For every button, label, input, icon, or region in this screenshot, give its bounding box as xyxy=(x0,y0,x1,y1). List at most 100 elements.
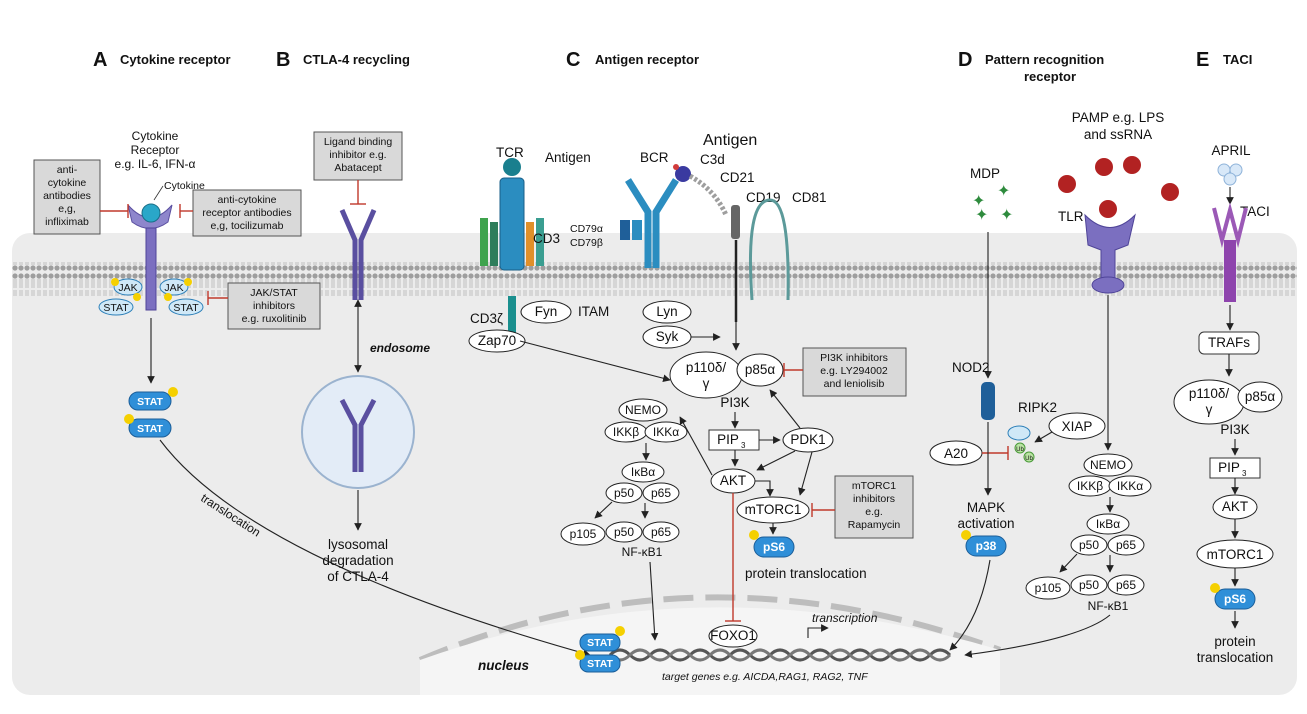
taci-label: TACI xyxy=(1240,204,1270,219)
p65-label-2: p65 xyxy=(651,525,671,539)
endosome xyxy=(301,375,415,489)
stat-left xyxy=(98,298,134,316)
tlr-ikkb-label: IKKβ xyxy=(1077,479,1103,493)
stat-right xyxy=(168,298,204,316)
c3d-label: C3d xyxy=(700,152,725,167)
e-pip3-sub: 3 xyxy=(1242,469,1247,478)
arrow xyxy=(964,614,1111,658)
bcr-label: BCR xyxy=(640,150,669,165)
xiap-label: XIAP xyxy=(1062,419,1093,434)
box1-line2: cytokine xyxy=(48,177,87,189)
p105-node xyxy=(560,522,606,546)
nuclear-stat-1-label: STAT xyxy=(587,637,613,649)
arrow xyxy=(755,480,774,497)
tlr-p50-label: p50 xyxy=(1079,538,1099,552)
panel-d-letter: D xyxy=(958,49,972,71)
arrow xyxy=(798,451,813,496)
ub-label: Ub xyxy=(1016,447,1024,453)
nuclear-stat-2-label: STAT xyxy=(587,658,613,670)
jak-left-label: JAK xyxy=(118,282,137,294)
panel-e-title: TACI xyxy=(1223,52,1252,67)
protein-translocation-label: protein translocation xyxy=(745,566,867,581)
box1-line4: e,g, xyxy=(58,203,76,215)
ps6 xyxy=(753,536,795,558)
nuclear-stat-1 xyxy=(579,633,621,652)
tlr-ikka-label: IKKα xyxy=(1117,479,1143,493)
e-pi3k-label: PI3K xyxy=(1220,422,1249,437)
ikba-node xyxy=(621,461,665,483)
b-outcome-3: of CTLA-4 xyxy=(327,569,389,584)
p110-node xyxy=(669,351,743,399)
pstat-1-label: STAT xyxy=(137,396,163,408)
panel-b: Ligand binding inhibitor e.g. Abatacept … xyxy=(301,131,430,584)
ikka-node xyxy=(644,421,688,443)
p65-node-2 xyxy=(642,521,680,543)
cd21 xyxy=(688,173,729,217)
arrow xyxy=(769,389,801,429)
trafs-label: TRAFs xyxy=(1208,335,1250,350)
tlr-ikka-node xyxy=(1108,475,1152,497)
lyn-label: Lyn xyxy=(656,304,677,319)
target-genes-label: target genes e.g. AICDA,RAG1, RAG2, TNF xyxy=(662,671,868,683)
p38-label: p38 xyxy=(976,539,997,553)
b-outcome-1: lysosomal xyxy=(328,537,388,552)
stat-right-label: STAT xyxy=(173,302,199,314)
phospho-marker xyxy=(749,530,759,540)
panel-a-title: Cytokine receptor xyxy=(120,52,231,67)
panel-d-title-1: Pattern recognition xyxy=(985,52,1104,67)
tlr-label: TLR xyxy=(1058,209,1084,224)
akt-label: AKT xyxy=(720,473,746,488)
nuclear-envelope xyxy=(418,594,1002,663)
antigen-label-2: Antigen xyxy=(703,132,757,149)
cytokine-label: Cytokine xyxy=(164,180,205,192)
fyn-node xyxy=(520,300,572,324)
cd79a xyxy=(620,220,630,240)
phospho-marker xyxy=(184,278,192,286)
e-p85a-label: p85α xyxy=(1245,389,1276,404)
e-ps6 xyxy=(1214,588,1256,610)
nfkb1-label: NF-κB1 xyxy=(622,545,663,559)
tlr-nfkb1-label: NF-κB1 xyxy=(1088,599,1129,613)
ripk2 xyxy=(1007,425,1031,441)
jak-stat-inhibitors-box xyxy=(227,282,321,330)
arrow xyxy=(594,501,613,519)
phospho-marker xyxy=(111,278,119,286)
mapk-label-1: MAPK xyxy=(967,500,1005,515)
arrow xyxy=(1034,431,1053,443)
arrow xyxy=(1059,553,1078,573)
phospho-marker xyxy=(124,414,134,424)
mtorc1-label: mTORC1 xyxy=(745,502,802,517)
arrow xyxy=(519,340,671,382)
panel-d: MDP ✦ ✦ ✦ ✦ NOD2 RIPK2 Ub Ub XIAP A20 MA… xyxy=(929,110,1179,658)
ctla4-internalized xyxy=(339,398,377,472)
box2-line1: anti-cytokine xyxy=(218,194,277,206)
e-ps6-label: pS6 xyxy=(1224,592,1246,606)
mdp-star: ✦ xyxy=(1000,207,1013,224)
mdp-star: ✦ xyxy=(997,183,1010,200)
itam-label: ITAM xyxy=(578,304,609,319)
tlr-p105-node xyxy=(1025,576,1071,600)
cd79b-label: CD79β xyxy=(570,237,603,249)
panel-e: APRIL TACI TRAFs p110δ/ γ p85α PI3K PIP … xyxy=(1173,143,1283,665)
box3-line2: inhibitors xyxy=(253,300,295,312)
p105-label: p105 xyxy=(570,527,597,541)
tlr-p105-label: p105 xyxy=(1035,581,1062,595)
syk-label: Syk xyxy=(656,329,679,344)
cytokine-molecule xyxy=(141,203,161,223)
p85a-node xyxy=(736,353,784,387)
ub xyxy=(1014,442,1026,454)
pi3k-box-line2: e.g. LY294002 xyxy=(820,365,888,377)
foxo1-label: FOXO1 xyxy=(710,628,756,643)
mdp-label: MDP xyxy=(970,166,1000,181)
cd3z xyxy=(508,296,516,336)
b-outcome-2: degradation xyxy=(322,553,393,568)
pi3k-label: PI3K xyxy=(720,395,749,410)
panel-b-letter: B xyxy=(276,49,290,71)
bcr-antigen xyxy=(675,166,691,182)
box2-line2: receptor antibodies xyxy=(202,207,291,219)
cd3-subunit xyxy=(490,222,498,266)
zap70-label: Zap70 xyxy=(478,333,516,348)
tlr-nemo-node xyxy=(1083,453,1133,477)
mtor-box-line1: mTORC1 xyxy=(852,480,896,492)
